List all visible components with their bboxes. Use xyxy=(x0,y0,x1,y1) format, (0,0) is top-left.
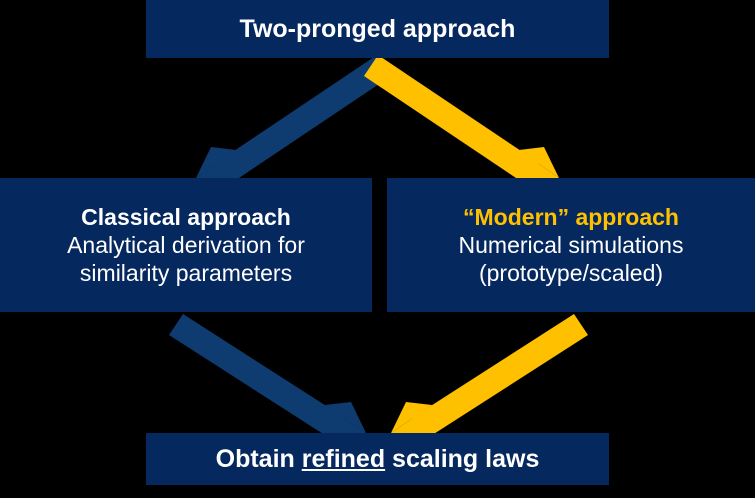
node-modern-approach[interactable]: “Modern” approach Numerical simulations … xyxy=(387,178,755,312)
node-right-line-2: (prototype/scaled) xyxy=(478,260,664,287)
arrow-top-to-left xyxy=(196,55,391,184)
node-left-line-1: Analytical derivation for xyxy=(67,231,305,258)
node-bottom-prefix: Obtain xyxy=(215,444,302,473)
node-left-line-2: similarity parameters xyxy=(79,260,293,287)
arrow-left-to-bottom xyxy=(169,314,366,439)
node-top-two-pronged-approach[interactable]: Two-pronged approach xyxy=(146,0,609,58)
arrow-top-to-right xyxy=(364,55,559,184)
node-right-heading: “Modern” approach xyxy=(463,203,679,230)
node-obtain-refined-scaling-laws[interactable]: Obtain refined scaling laws xyxy=(146,433,609,485)
node-right-line-1: Numerical simulations xyxy=(458,231,684,258)
arrow-right-to-bottom xyxy=(391,314,588,439)
node-classical-approach[interactable]: Classical approach Analytical derivation… xyxy=(0,178,372,312)
node-bottom-emphasis: refined xyxy=(301,444,386,473)
node-bottom-suffix: scaling laws xyxy=(385,444,540,473)
node-bottom-label: Obtain refined scaling laws xyxy=(216,444,540,475)
node-top-label: Two-pronged approach xyxy=(239,14,516,43)
node-left-heading: Classical approach xyxy=(81,203,291,230)
